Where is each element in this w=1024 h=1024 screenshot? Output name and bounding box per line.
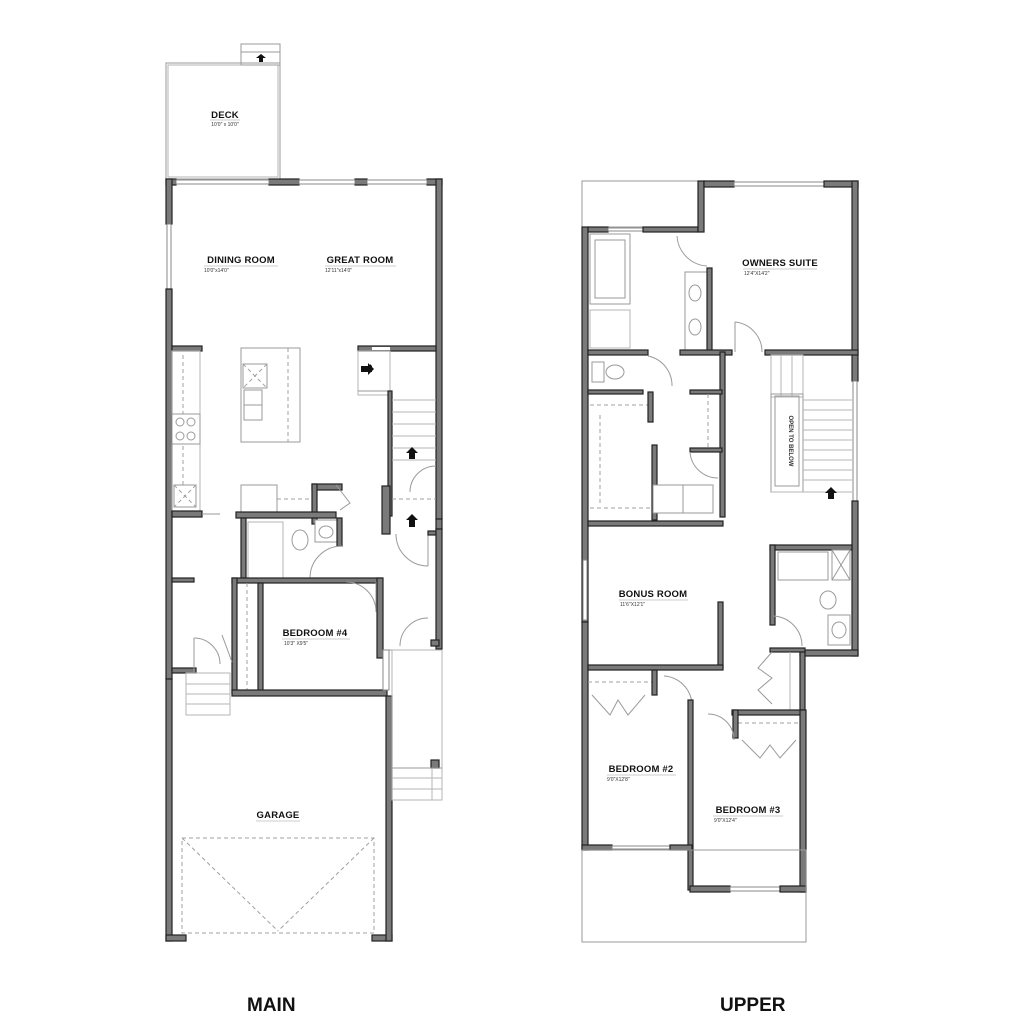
stove-icon	[171, 413, 201, 445]
kitchen-island	[240, 347, 301, 443]
stair-arrow-icon	[406, 514, 418, 527]
room-dim-bedroom-2: 9'0"X12'8"	[607, 777, 630, 783]
walk-in-closet	[587, 389, 724, 527]
room-label-great-room: GREAT ROOM	[327, 255, 394, 266]
floor-title-upper: UPPER	[720, 995, 786, 1016]
floor-title-main: MAIN	[247, 995, 296, 1016]
toilet-icon	[591, 361, 605, 383]
bedroom-3: BEDROOM #3 9'0"X12'4"	[689, 709, 807, 893]
upper-bath	[769, 544, 853, 653]
vanity-icon	[684, 271, 708, 351]
mudroom	[171, 634, 233, 716]
main-bath	[231, 483, 383, 584]
room-dim-bedroom-3: 9'0"X12'4"	[714, 818, 737, 824]
room-label-dining-room: DINING ROOM	[207, 255, 275, 266]
stair-arrow-icon	[406, 447, 418, 459]
room-label-bedroom-3: BEDROOM #3	[716, 805, 781, 816]
bath-sink-icon	[827, 614, 851, 646]
room-dim-owners-suite: 12'4"X14'2"	[744, 271, 770, 277]
stair-arrow-icon	[825, 487, 837, 499]
open-to-below-area	[770, 393, 804, 493]
room-label-deck: DECK	[211, 110, 239, 121]
kitchen	[171, 347, 301, 583]
front-steps	[391, 649, 443, 801]
main-stairs	[357, 350, 443, 650]
deck: DECK 10'0" x 10'0"	[165, 43, 281, 180]
bathtub-icon	[777, 551, 829, 581]
main-exterior-walls	[165, 178, 443, 680]
linen-closet	[757, 651, 806, 711]
garage: GARAGE	[165, 678, 393, 942]
room-label-bedroom-2: BEDROOM #2	[609, 764, 674, 775]
bath-sink-icon	[314, 519, 338, 543]
upper-exterior-walls	[581, 180, 859, 851]
room-dim-dining-room: 10'0"x14'0"	[204, 268, 229, 274]
room-label-owners-suite: OWNERS SUITE	[742, 258, 818, 269]
room-label-bonus-room: BONUS ROOM	[619, 589, 688, 600]
room-dim-deck: 10'0" x 10'0"	[211, 122, 239, 128]
main-floor-plan: DECK 10'0" x 10'0" DINI	[165, 43, 443, 942]
room-dim-bonus-room: 11'6"X12'1"	[620, 602, 645, 608]
open-to-below-label: OPEN TO BELOW	[787, 416, 793, 467]
bedroom-4: BEDROOM #4 10'3" X9'5"	[231, 577, 440, 697]
ensuite	[587, 233, 859, 518]
bonus-room: BONUS ROOM 11'6"X12'1"	[587, 589, 724, 671]
room-label-bedroom-4: BEDROOM #4	[283, 628, 348, 639]
upper-floor-plan: OPEN TO BELOW OWNERS SUITE 12'4"X14'2" B…	[581, 180, 859, 943]
toilet-icon	[291, 529, 309, 551]
garage-roof-outline	[581, 849, 807, 943]
upper-stairs: OPEN TO BELOW	[734, 321, 852, 499]
room-dim-bedroom-4: 10'3" X9'5"	[284, 641, 308, 647]
entry-arrow-icon	[256, 54, 266, 62]
bathtub-icon	[589, 233, 631, 305]
bedroom-2: BEDROOM #2 9'0"X12'8"	[581, 669, 694, 891]
room-label-garage: GARAGE	[257, 810, 300, 821]
toilet-icon	[819, 590, 837, 610]
room-dim-great-room: 12'11"x14'0"	[325, 268, 352, 274]
